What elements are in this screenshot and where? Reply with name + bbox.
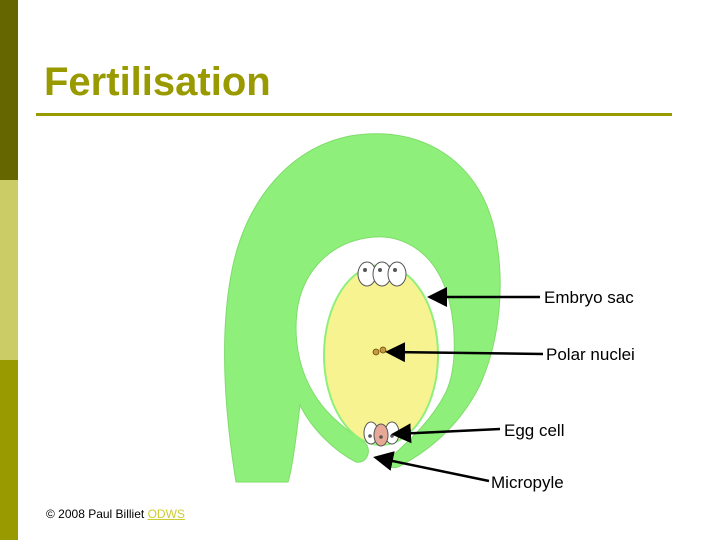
arrow-polar-nuclei [385, 342, 544, 363]
label-egg-cell: Egg cell [504, 421, 565, 440]
label-polar-nuclei: Polar nuclei [546, 345, 635, 364]
slide-title: Fertilisation [44, 60, 271, 104]
odws-link[interactable]: ODWS [147, 507, 185, 521]
title-underline [36, 113, 672, 116]
egg-cell [373, 423, 389, 447]
arrow-micropyle [373, 451, 490, 483]
egg-apparatus [363, 421, 400, 447]
side-bar-top [0, 0, 18, 180]
antipodal-cells [357, 261, 407, 287]
copyright-text: © 2008 Paul Billiet [46, 507, 145, 521]
embryo-sac [323, 264, 439, 446]
copyright-footer: © 2008 Paul Billiet ODWS [46, 507, 185, 521]
arrow-egg-cell [391, 423, 501, 444]
side-bar-middle [0, 180, 18, 360]
side-bar-bottom [0, 360, 18, 540]
label-micropyle: Micropyle [491, 473, 564, 492]
label-embryo-sac: Embryo sac [544, 288, 634, 307]
ovule-body [223, 133, 501, 483]
